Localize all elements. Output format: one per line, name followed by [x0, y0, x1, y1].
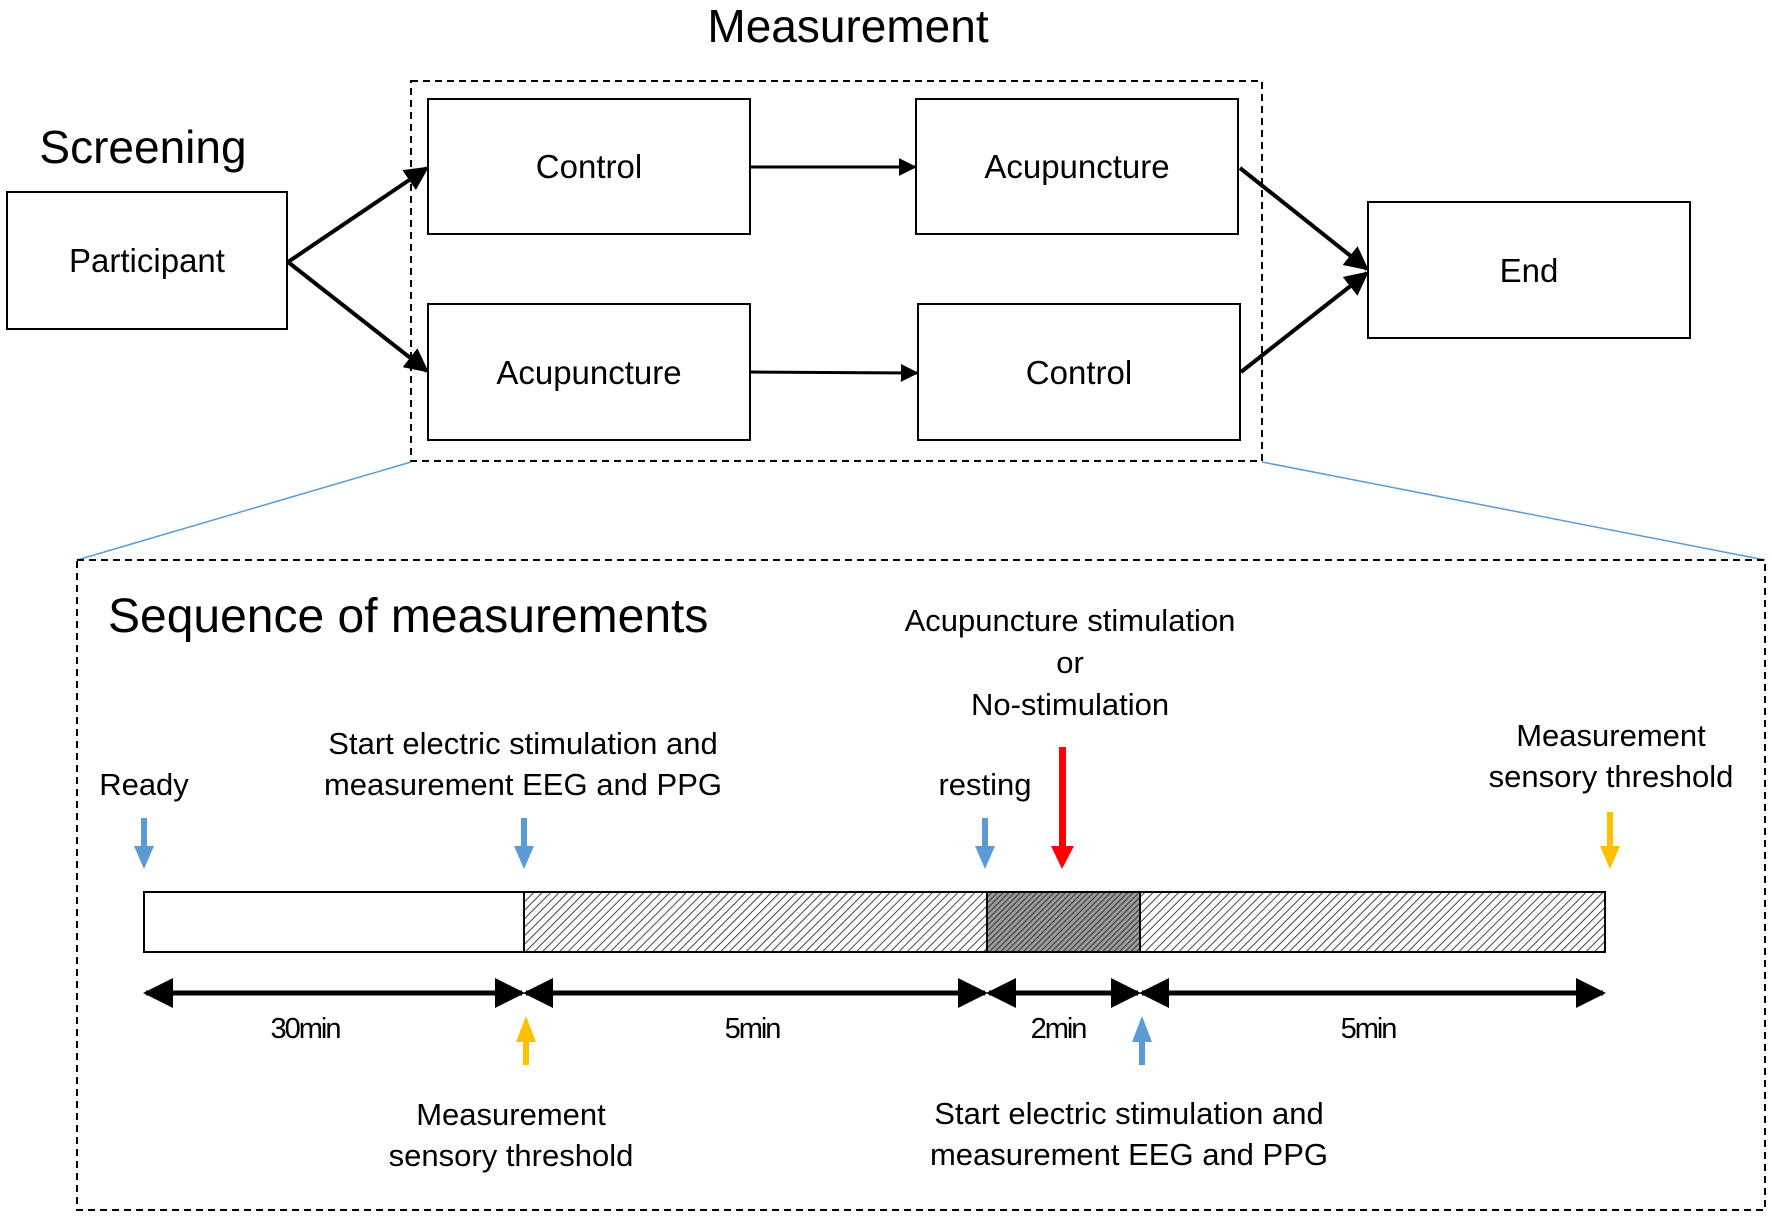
stimulation-label-line3: No-stimulation: [971, 687, 1169, 722]
start-electric-2-line1: Start electric stimulation and: [934, 1096, 1323, 1131]
threshold-start-line1: Measurement: [416, 1097, 606, 1132]
arrow-top-to-end: [1238, 166, 1369, 271]
arrow-participant-to-top: [286, 166, 429, 264]
zoom-line-right: [1261, 461, 1766, 561]
bottom-control-box: [917, 303, 1241, 441]
start-electric-2-arrow: [1132, 1016, 1152, 1065]
start-electric-1-line2: measurement EEG and PPG: [324, 767, 722, 802]
measurement-group-frame: [410, 80, 1263, 462]
duration-label-2min: 2min: [1031, 1013, 1087, 1045]
end-label: End: [1500, 252, 1559, 289]
start-electric-2-line2: measurement EEG and PPG: [930, 1137, 1328, 1172]
end-box: [1367, 201, 1691, 339]
bottom-acupuncture-box: [427, 303, 751, 441]
duration-label-30min: 30min: [271, 1013, 341, 1045]
threshold-end-line1: Measurement: [1516, 718, 1706, 753]
ready-arrow: [134, 818, 154, 869]
screening-heading: Screening: [39, 121, 246, 173]
ready-label: Ready: [99, 767, 189, 802]
segment-measurement-1: [523, 891, 988, 953]
measurement-heading: Measurement: [707, 0, 988, 52]
arrow-bottom-to-end: [1239, 271, 1369, 374]
bottom-acupuncture-label: Acupuncture: [496, 354, 681, 391]
stimulation-arrow: [1051, 747, 1074, 869]
top-acupuncture-label: Acupuncture: [984, 148, 1169, 185]
resting-label: resting: [938, 767, 1031, 802]
participant-box: [6, 191, 288, 330]
threshold-start-arrow: [516, 1016, 536, 1065]
top-control-label: Control: [536, 148, 642, 185]
segment-ready: [143, 891, 525, 953]
start-electric-1-arrow: [514, 818, 534, 869]
segment-stimulation: [986, 891, 1141, 953]
arrow-participant-to-bottom: [286, 260, 429, 373]
arrow-bottom-acupuncture-to-control: [750, 363, 919, 382]
threshold-end-line2: sensory threshold: [1489, 759, 1734, 794]
segment-measurement-2: [1139, 891, 1606, 953]
start-electric-1-line1: Start electric stimulation and: [328, 726, 717, 761]
threshold-end-arrow: [1600, 812, 1620, 869]
duration-label-5min-a: 5min: [725, 1013, 781, 1045]
resting-arrow: [975, 818, 995, 869]
top-acupuncture-box: [915, 98, 1239, 235]
stimulation-label-line1: Acupuncture stimulation: [905, 603, 1236, 638]
duration-label-5min-b: 5min: [1341, 1013, 1397, 1045]
sequence-frame: [76, 559, 1766, 1211]
sequence-heading: Sequence of measurements: [108, 590, 708, 643]
top-control-box: [427, 98, 751, 235]
threshold-start-line2: sensory threshold: [389, 1138, 634, 1173]
stimulation-label-line2: or: [1056, 645, 1084, 680]
participant-label: Participant: [69, 242, 225, 279]
zoom-line-left: [76, 461, 412, 561]
bottom-control-label: Control: [1026, 354, 1132, 391]
